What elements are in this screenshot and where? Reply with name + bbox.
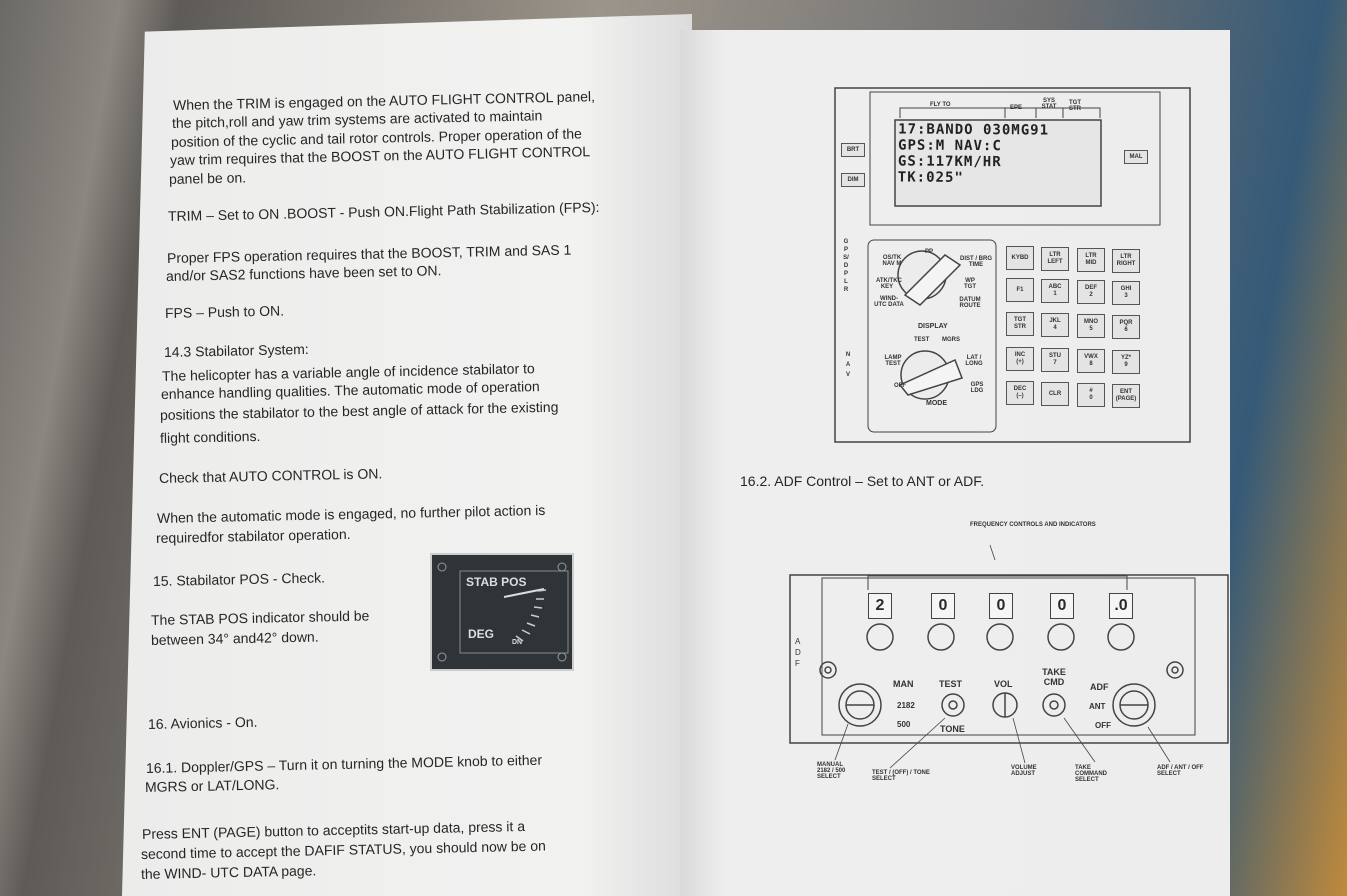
dn-label: DN	[512, 639, 523, 646]
callout-take-command-select: TAKE COMMAND SELECT	[1075, 765, 1107, 783]
display-knob-title: DISPLAY	[918, 323, 948, 330]
vol-label: VOL	[994, 679, 1013, 689]
stab-pos-indicator-photo: STAB POS DEG DN	[430, 553, 574, 671]
key-pqr[interactable]: PQR 6	[1112, 315, 1140, 339]
tone-label: TONE	[940, 724, 965, 734]
freq-digit-3: 0	[989, 593, 1013, 619]
key-stu[interactable]: STU 7	[1041, 348, 1069, 372]
fly-to-label: FLY TO	[930, 102, 951, 108]
key-ltr[interactable]: LTR RIGHT	[1112, 249, 1140, 273]
dim-button[interactable]: DIM	[841, 173, 865, 187]
key-f1[interactable]: F1	[1006, 278, 1034, 302]
epe-label: EPE	[1010, 105, 1023, 111]
key-vwx[interactable]: VWX 8	[1077, 349, 1105, 373]
mode-pos-lamp-test: LAMP TEST	[884, 355, 902, 367]
test-label: TEST	[939, 679, 963, 689]
ant-label: ANT	[1089, 702, 1106, 711]
key-mno[interactable]: MNO 5	[1077, 314, 1105, 338]
knob-pos-wind-utc: WIND-UTC DATA	[874, 296, 904, 308]
freq-digit-2: 0	[931, 593, 955, 619]
off-label: OFF	[1095, 721, 1111, 730]
mode-pos-test: TEST	[914, 337, 930, 343]
adf-side-label: ADF	[795, 637, 801, 668]
mode-pos-off: OFF	[894, 383, 906, 389]
key-jkl[interactable]: JKL 4	[1041, 313, 1069, 337]
knob-pos-dist-brg: DIST / BRG TIME	[960, 256, 993, 268]
key-[interactable]: # 0	[1077, 383, 1105, 407]
knob-pos-pp: PP	[925, 249, 934, 255]
mode-pos-lat-long: LAT / LONG	[965, 355, 983, 367]
2182-label: 2182	[897, 701, 915, 710]
key-ghi[interactable]: GHI 3	[1112, 281, 1140, 305]
key-ent[interactable]: ENT (PAGE)	[1112, 384, 1140, 408]
adf-label: ADF	[1090, 682, 1109, 692]
stab-pos-label: STAB POS	[466, 575, 527, 589]
adf-caption: 16.2. ADF Control – Set to ANT or ADF.	[740, 473, 985, 489]
freq-digit-5: .0	[1109, 593, 1133, 619]
key-def[interactable]: DEF 2	[1077, 280, 1105, 304]
gps-dplr-label: GPS/DPLR	[843, 239, 849, 293]
man-label: MAN	[893, 679, 914, 689]
tgt-str-label: TGT STR	[1069, 100, 1081, 112]
callout-volume-adjust: VOLUME ADJUST	[1011, 765, 1037, 777]
brt-button[interactable]: BRT	[841, 143, 865, 157]
take-cmd-label: TAKE CMD	[1042, 667, 1066, 687]
key-dec[interactable]: DEC (–)	[1006, 381, 1034, 405]
knob-pos-wp: WP TGT	[964, 278, 976, 290]
key-abc[interactable]: ABC 1	[1041, 279, 1069, 303]
knob-pos-ostk: OS/TK NAV M	[882, 255, 902, 267]
mode-knob-title: MODE	[926, 400, 947, 407]
key-inc[interactable]: INC (+)	[1006, 347, 1034, 371]
deg-label: DEG	[468, 627, 495, 641]
left-page	[122, 14, 692, 896]
mode-pos-mgrs: MGRS	[942, 337, 960, 343]
callout-test-tone-select: TEST / (OFF) / TONE SELECT	[872, 770, 930, 782]
key-kybd[interactable]: KYBD	[1006, 246, 1034, 270]
callout-adf-ant-off-select: ADF / ANT / OFF SELECT	[1157, 765, 1204, 777]
knob-pos-datum: DATUM ROUTE	[959, 297, 981, 309]
freq-digit-4: 0	[1050, 593, 1074, 619]
key-yz[interactable]: YZ* 9	[1112, 350, 1140, 374]
frequency-controls-label: FREQUENCY CONTROLS AND INDICATORS	[970, 522, 1096, 528]
key-clr[interactable]: CLR	[1041, 382, 1069, 406]
stab-scale-icon	[437, 562, 569, 662]
key-tgt[interactable]: TGT STR	[1006, 312, 1034, 336]
freq-digit-1: 2	[868, 593, 892, 619]
mal-button[interactable]: MAL	[1124, 150, 1148, 164]
key-ltr[interactable]: LTR MID	[1077, 248, 1105, 272]
500-label: 500	[897, 720, 911, 729]
mode-pos-gps-ldg: GPS LDG	[970, 382, 984, 394]
callout-manual-select: MANUAL 2182 / 500 SELECT	[817, 762, 846, 780]
knob-pos-atk: ATK/TKC KEY	[876, 278, 902, 290]
key-ltr[interactable]: LTR LEFT	[1041, 247, 1069, 271]
nav-label: NAV	[845, 352, 851, 378]
sys-stat-label: SYS STAT	[1041, 98, 1057, 110]
